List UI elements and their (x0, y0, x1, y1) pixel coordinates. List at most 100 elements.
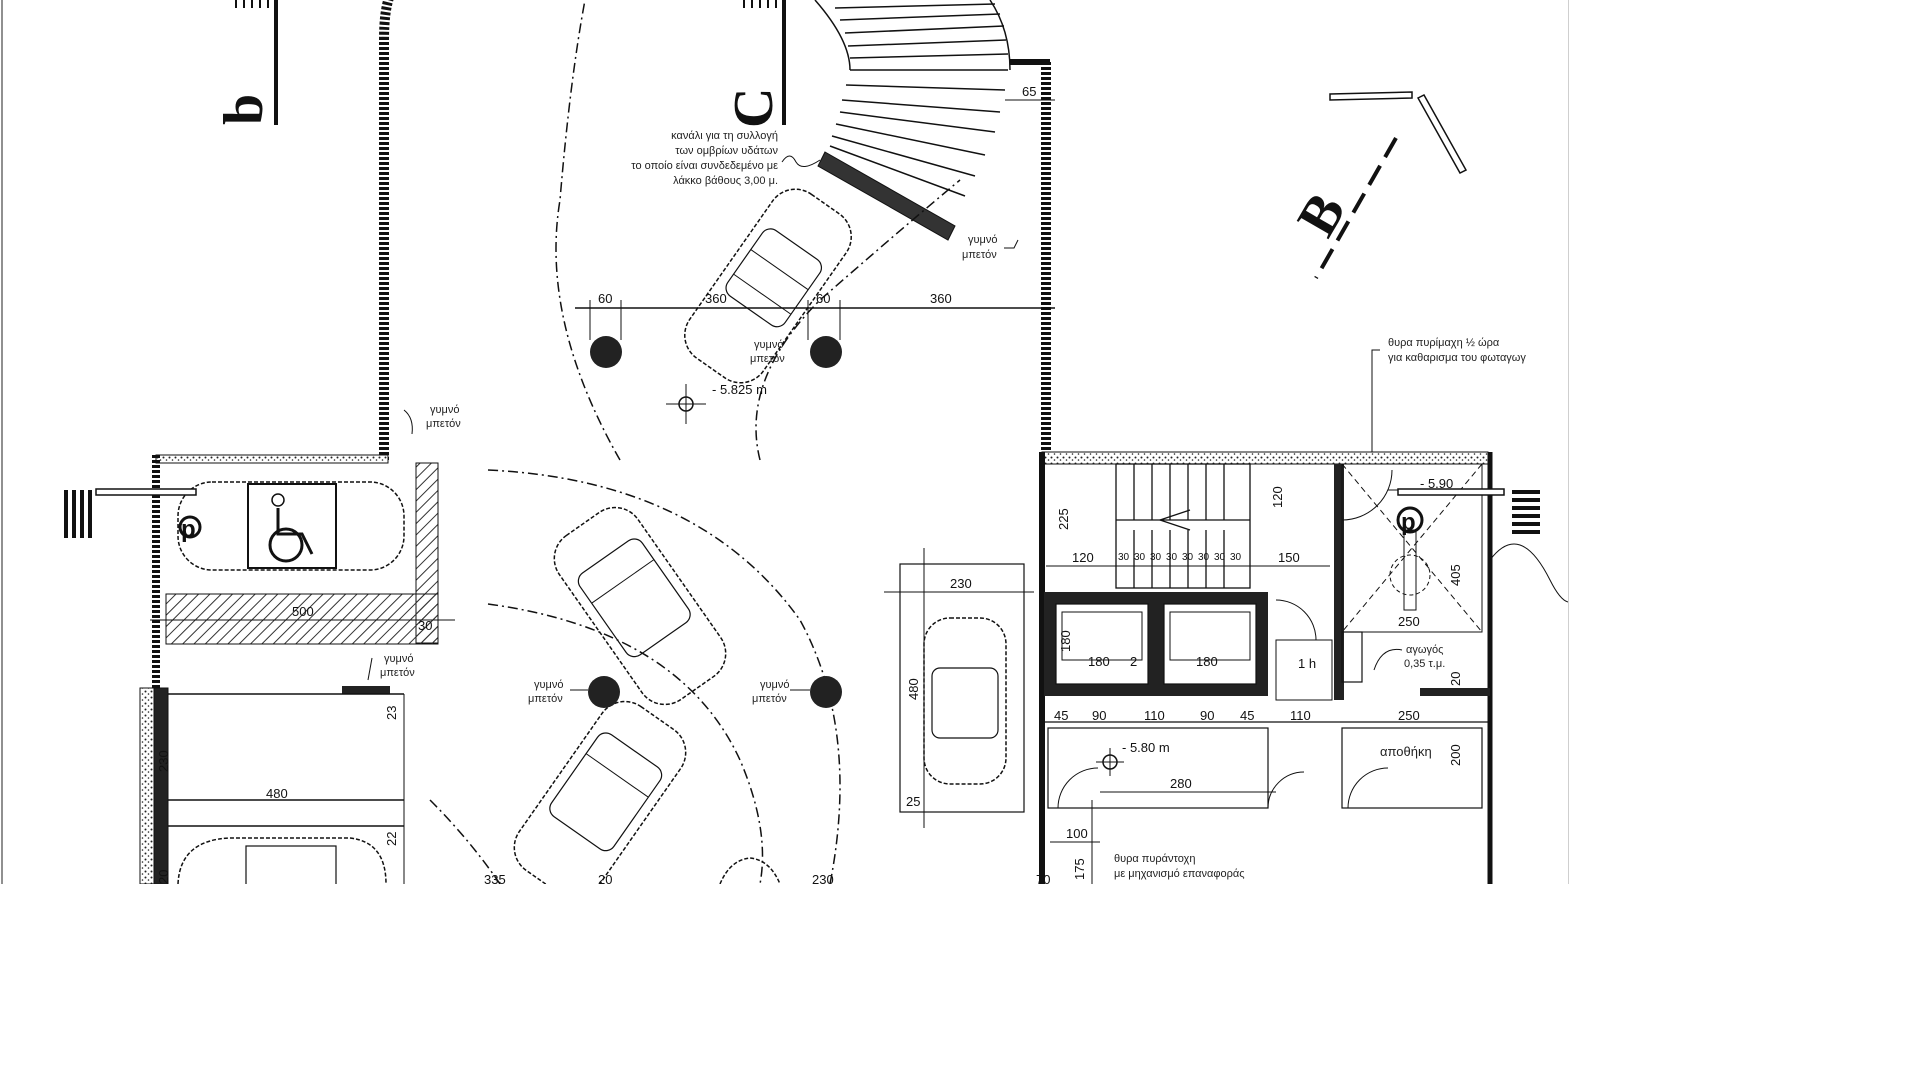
elevator-1 (1055, 603, 1149, 685)
dim-20-b: 20 (598, 872, 612, 884)
section-marker-c: C (723, 0, 786, 128)
svg-text:γυμνό: γυμνό (760, 679, 789, 691)
turning-arc-top-left (555, 0, 621, 461)
dim-150: 150 (1278, 550, 1300, 565)
dim-250-a: 250 (1398, 708, 1420, 723)
svg-text:θυρα πυράντοχη: θυρα πυράντοχη (1114, 853, 1195, 865)
dim-230-a: 230 (156, 750, 171, 772)
stair-tread-dims: 30 30 30 30 30 30 30 30 (1118, 552, 1242, 563)
dim-175: 175 (1072, 858, 1087, 880)
dim-180-c: 180 (1196, 654, 1218, 669)
svg-text:- 5.80 m: - 5.80 m (1122, 740, 1170, 755)
svg-text:30: 30 (1118, 552, 1130, 563)
car-center-2 (513, 700, 687, 884)
svg-text:p: p (1401, 509, 1416, 536)
lobby-door (1057, 767, 1099, 809)
spiral-stair (814, 0, 1011, 197)
accessible-car (177, 481, 405, 571)
dim-20-c: 20 (1448, 672, 1463, 686)
dim-360-b: 360 (930, 291, 952, 306)
car-center-1 (553, 506, 727, 706)
svg-text:30: 30 (1150, 552, 1162, 563)
svg-text:μπετόν: μπετόν (426, 418, 461, 430)
section-label-c: C (723, 88, 785, 128)
section-label-B: B (1286, 183, 1358, 246)
hatched-wall-bottom (165, 593, 439, 645)
column-mid-right (810, 676, 842, 708)
vent-shaft-room (1341, 463, 1483, 633)
svg-text:- 5.825 m: - 5.825 m (712, 382, 767, 397)
svg-text:μπετόν: μπετόν (750, 353, 785, 365)
column-top-right (810, 336, 842, 368)
dim-180-a: 180 (1058, 630, 1073, 652)
svg-text:30: 30 (1214, 552, 1226, 563)
dim-280: 280 (1170, 776, 1192, 791)
dim-60-a: 60 (598, 291, 612, 306)
svg-text:κανάλι για τη συλλογή: κανάλι για τη συλλογή (671, 130, 778, 142)
lobby-room (1047, 727, 1269, 809)
svg-text:30: 30 (1182, 552, 1194, 563)
svg-text:μπετόν: μπετόν (962, 249, 997, 261)
car-center-3 (719, 857, 781, 884)
accessible-sign-right: p (1396, 506, 1424, 536)
svg-text:- 5.90: - 5.90 (1420, 476, 1453, 491)
wall-lower-mid (342, 686, 390, 694)
svg-text:γυμνό: γυμνό (968, 234, 997, 246)
dim-335: 335 (484, 872, 506, 884)
bare-concrete-note-3: γυμνό μπετόν (403, 404, 461, 435)
dim-120-b: 120 (1270, 486, 1285, 508)
svg-text:αγωγός: αγωγός (1406, 644, 1443, 656)
small-room (1275, 639, 1333, 701)
svg-text:λάκκο βάθους 3,00 μ.: λάκκο βάθους 3,00 μ. (673, 175, 778, 187)
svg-text:με μηχανισμό επαναφοράς: με μηχανισμό επαναφοράς (1114, 868, 1245, 880)
dim-180-b: 180 (1088, 654, 1110, 669)
dim-60-b: 60 (816, 291, 830, 306)
parking-slot-right (899, 563, 1025, 813)
dim-110-b: 110 (1290, 708, 1311, 723)
svg-text:0,35 τ.μ.: 0,35 τ.μ. (1404, 658, 1445, 670)
svg-text:μπετόν: μπετόν (752, 693, 787, 705)
svg-text:30: 30 (1166, 552, 1178, 563)
accessible-sign-left: p (178, 515, 202, 543)
dim-480-slot: 480 (906, 678, 921, 700)
dim-25: 25 (906, 794, 920, 809)
dim-230-slot: 230 (950, 576, 972, 591)
ramp-wall-left (379, 0, 394, 460)
storage-door (1347, 767, 1389, 809)
dim-250-b: 250 (1398, 614, 1420, 629)
wall-lower-left (139, 687, 155, 884)
svg-text:το οποίο είναι συνδεδεμένο με: το οποίο είναι συνδεδεμένο με (631, 160, 778, 172)
dim-405: 405 (1448, 564, 1463, 586)
dim-22: 22 (384, 832, 399, 846)
bare-concrete-note-2: γυμνό μπετόν (750, 339, 785, 365)
dim-110-a: 110 (1144, 708, 1165, 723)
turning-arc-center-outer (487, 469, 841, 884)
svg-text:γυμνό: γυμνό (430, 404, 459, 416)
wheelchair-icon (271, 493, 285, 507)
bare-concrete-note-6: γυμνό μπετόν (752, 679, 810, 705)
dim-45-a: 45 (1054, 708, 1068, 723)
dim-120-a: 120 (1072, 550, 1094, 565)
svg-text:30: 30 (1230, 552, 1242, 563)
section-marker-B: B (1286, 91, 1468, 279)
dim-65: 65 (1022, 84, 1036, 99)
fire-door-panic-note: θυρα πυράντοχη με μηχανισμό επαναφοράς (1114, 853, 1245, 880)
elevator-2 (1163, 603, 1257, 685)
dim-230-c: 230 (812, 872, 834, 884)
dim-90-b: 90 (1200, 708, 1214, 723)
svg-text:των ομβρίων υδάτων: των ομβρίων υδάτων (675, 145, 778, 157)
svg-text:γυμνό: γυμνό (534, 679, 563, 691)
dim-23: 23 (384, 706, 399, 720)
fire-door-vent-note: θυρα πυρίμαχη ½ ώρα για καθαρισμα του φω… (1371, 337, 1526, 452)
dim-90-a: 90 (1092, 708, 1106, 723)
dim-45-b: 45 (1240, 708, 1254, 723)
dim-30: 30 (418, 618, 432, 633)
level-marker-b: - 5.80 m (1096, 740, 1170, 776)
svg-text:θυρα πυρίμαχη ½ ώρα: θυρα πυρίμαχη ½ ώρα (1388, 337, 1500, 349)
bare-concrete-note-5: γυμνό μπετόν (528, 679, 588, 705)
car-slot (923, 617, 1007, 785)
svg-text:30: 30 (1134, 552, 1146, 563)
dim-360-a: 360 (705, 291, 727, 306)
one-h-label: 1 h (1298, 656, 1316, 671)
svg-text:για καθαρισμα του φωταγωγ: για καθαρισμα του φωταγωγ (1388, 352, 1526, 364)
